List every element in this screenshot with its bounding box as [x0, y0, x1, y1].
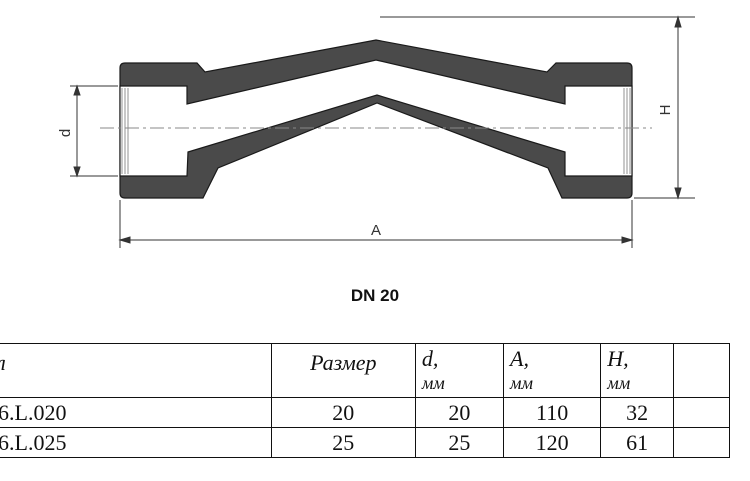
header-extra	[672, 343, 731, 398]
cell-size: 20	[270, 397, 416, 428]
cell-extra	[672, 427, 731, 458]
dimension-a-label: A	[371, 222, 381, 239]
table-row: 76.L.020 20 20 110 32	[0, 397, 731, 428]
cell-a: 110	[502, 397, 602, 428]
cell-size: 25	[270, 427, 416, 458]
header-a: A,мм	[502, 343, 602, 398]
cell-article: 76.L.020	[0, 397, 272, 428]
cell-h: 32	[600, 397, 674, 428]
spec-table: ул Размер d,мм A,мм H,мм 76.L.020 20 20 …	[0, 343, 731, 458]
cell-h: 61	[600, 427, 674, 458]
diameter-caption: DN 20	[350, 286, 400, 305]
dimension-a	[118, 200, 634, 248]
dimension-d-label: d	[57, 129, 74, 137]
header-article: ул	[0, 343, 272, 398]
table-header-row: ул Размер d,мм A,мм H,мм	[0, 343, 731, 398]
fitting-body	[119, 39, 633, 199]
cell-article: 76.L.025	[0, 427, 272, 458]
table-row: 76.L.025 25 25 120 61	[0, 427, 731, 458]
header-d: d,мм	[414, 343, 505, 398]
fitting-drawing: d H A	[57, 15, 695, 248]
cell-d: 25	[414, 427, 505, 458]
cell-d: 20	[414, 397, 505, 428]
dimension-h	[380, 15, 695, 200]
cell-a: 120	[502, 427, 602, 458]
socket-hatching	[121, 88, 631, 174]
cell-extra	[672, 397, 731, 428]
dimension-d	[70, 84, 118, 178]
fitting-bore	[119, 59, 633, 177]
header-size: Размер	[270, 343, 416, 398]
header-h: H,мм	[600, 343, 674, 398]
dimension-h-label: H	[657, 105, 674, 116]
